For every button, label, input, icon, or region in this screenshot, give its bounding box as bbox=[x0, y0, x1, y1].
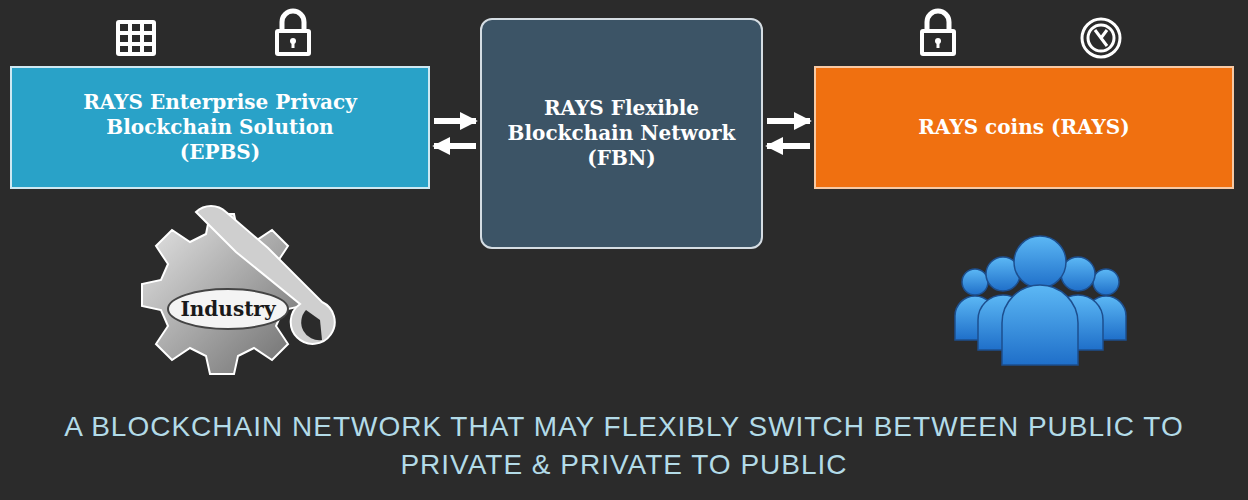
people-icon bbox=[955, 236, 1126, 365]
box-text: RAYS Flexible Blockchain Network (FBN) bbox=[492, 96, 751, 171]
lock-icon bbox=[920, 11, 956, 56]
double-arrow bbox=[434, 118, 476, 124]
process-box: RAYS Flexible Blockchain Network (FBN) bbox=[480, 18, 763, 249]
gear-wrench-icon bbox=[142, 206, 335, 374]
box-text: RAYS coins (RAYS) bbox=[918, 115, 1130, 140]
caption: A BLOCKCHAIN NETWORK THAT MAY FLEXIBLY S… bbox=[64, 408, 1184, 484]
double-arrow bbox=[767, 143, 810, 149]
coin-icon bbox=[1082, 19, 1120, 57]
box-text: RAYS Enterprise Privacy Blockchain Solut… bbox=[70, 90, 370, 165]
double-arrow bbox=[767, 118, 810, 124]
double-arrow bbox=[434, 143, 476, 149]
lock-icon bbox=[275, 11, 311, 56]
grid-icon bbox=[116, 20, 156, 56]
icon-label: Industry bbox=[168, 296, 288, 322]
process-box: RAYS coins (RAYS) bbox=[814, 66, 1234, 189]
process-box: RAYS Enterprise Privacy Blockchain Solut… bbox=[10, 66, 430, 189]
